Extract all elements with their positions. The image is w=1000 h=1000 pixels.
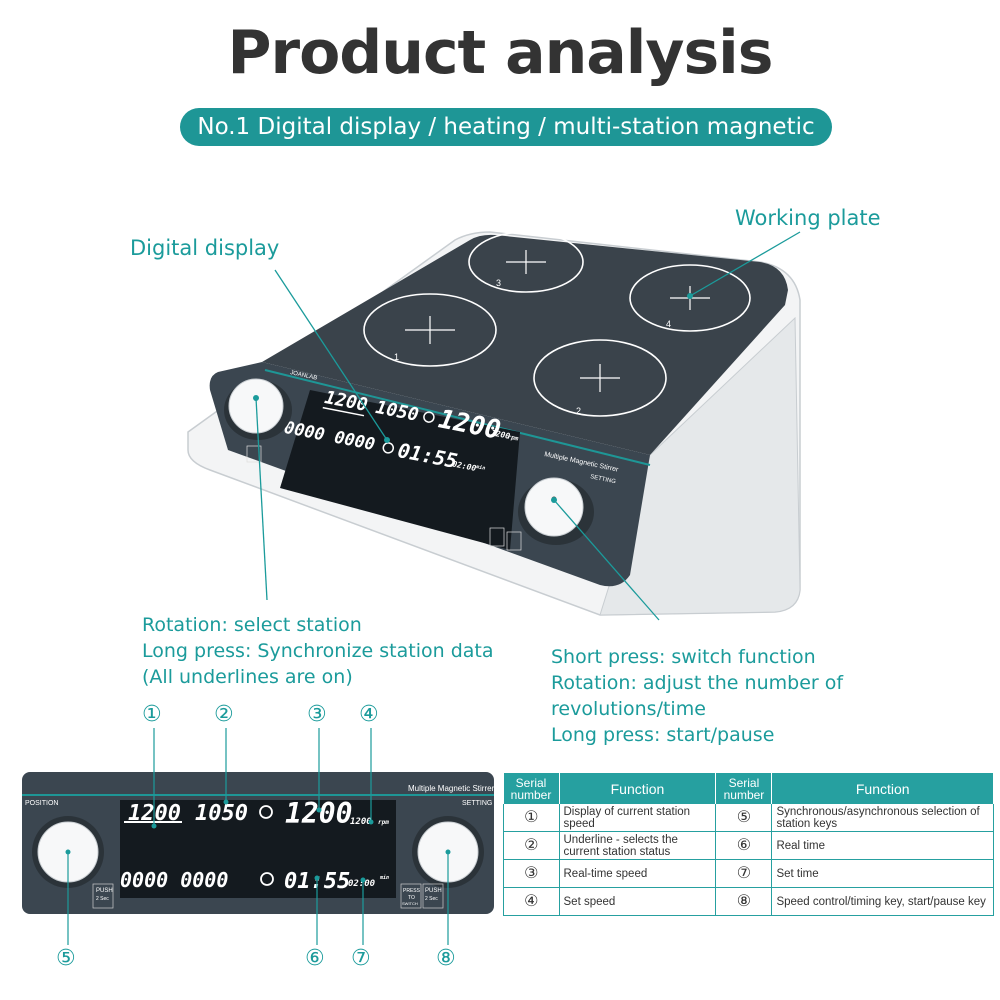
table-row: ① Display of current station speed ⑤ Syn… (503, 804, 994, 832)
detail-speed-unit: rpm (378, 819, 389, 826)
table-cell: Speed control/timing key, start/pause ke… (771, 887, 994, 916)
detail-push-sec-2: 2 Sec (425, 896, 438, 902)
working-plate-label: Working plate (735, 206, 881, 230)
table-cell: ① (503, 804, 560, 832)
marker-3: ③ (307, 702, 327, 727)
right-knob-note: Short press: switch function Rotation: a… (551, 644, 843, 748)
station-number-3: 3 (496, 278, 501, 288)
detail-setting-label: SETTING (462, 800, 492, 807)
left-knob-note: Rotation: select station Long press: Syn… (142, 612, 494, 690)
detail-key-flags: 0000 0000 (120, 868, 228, 892)
table-header-serial: Serial number (715, 773, 773, 804)
right-note-line: Short press: switch function (551, 646, 816, 668)
detail-status: 1050 (195, 801, 248, 826)
station-number-4: 4 (666, 319, 671, 329)
working-plate (262, 234, 788, 455)
setting-label: SETTING (590, 474, 617, 485)
display-speed-set: 1200 (490, 428, 511, 441)
function-table: Serial number Function Serial number Fun… (503, 773, 994, 916)
table-cell: ④ (503, 887, 560, 916)
right-knob (518, 477, 594, 545)
brand-logo: JOANLAB (290, 370, 318, 382)
table-cell: Synchronous/asynchronous selection of st… (771, 804, 994, 832)
marker-1: ① (142, 702, 162, 727)
table-header-serial: Serial number (503, 773, 560, 804)
detail-to-label: TO (408, 895, 415, 901)
subtitle-banner: No.1 Digital display / heating / multi-s… (180, 108, 832, 178)
table-cell: Underline - selects the current station … (559, 831, 716, 860)
detail-push-label-2: PUSH (425, 888, 442, 894)
marker-4: ④ (359, 702, 379, 727)
detail-push-sec: 2 Sec (96, 896, 109, 902)
table-cell: ⑧ (715, 887, 773, 916)
table-cell: Real time (771, 831, 994, 860)
table-cell: ⑥ (715, 831, 773, 860)
table-row: ② Underline - selects the current statio… (503, 831, 994, 860)
marker-2: ② (214, 702, 234, 727)
table-header-function: Function (559, 773, 717, 804)
table-cell: Set time (771, 859, 994, 888)
page-title: Product analysis (227, 18, 774, 88)
detail-time-set: 02:00 (348, 879, 376, 889)
detail-speed-set: 1200 (350, 817, 372, 827)
left-note-line: (All underlines are on) (142, 666, 353, 688)
marker-5: ⑤ (56, 946, 76, 971)
left-note-line: Rotation: select station (142, 614, 362, 636)
detail-push-label: PUSH (96, 888, 113, 894)
digital-display-label: Digital display (130, 236, 280, 260)
station-number-2: 2 (576, 406, 581, 416)
table-cell: ③ (503, 859, 560, 888)
table-header-function: Function (771, 773, 994, 804)
table-cell: Display of current station speed (559, 804, 716, 832)
table-row: ③ Real-time speed ⑦ Set time (503, 859, 994, 888)
right-note-line: Rotation: adjust the number of (551, 672, 844, 694)
display-speed-unit: rpm (507, 434, 519, 443)
table-cell: Set speed (559, 887, 716, 916)
display-screen (280, 390, 520, 550)
detail-position-label: POSITION (25, 800, 58, 807)
detail-time-unit: min (379, 875, 389, 881)
detail-switch-label: SWITCH (402, 901, 418, 906)
detail-press-label: PRESS (403, 888, 421, 894)
marker-7: ⑦ (351, 946, 371, 971)
table-cell: ⑤ (715, 804, 773, 832)
right-note-line: Long press: start/pause (551, 724, 775, 746)
display-time-unit: min (475, 464, 486, 472)
table-cell: Real-time speed (559, 859, 716, 888)
station-number-1: 1 (394, 352, 399, 362)
device-side (599, 316, 801, 616)
left-note-line: Long press: Synchronize station data (142, 640, 494, 662)
marker-8: ⑧ (436, 946, 456, 971)
right-note-line: revolutions/time (551, 698, 706, 720)
marker-6: ⑥ (305, 946, 325, 971)
detail-model-label: Multiple Magnetic Stirrer (408, 784, 495, 793)
table-cell: ② (503, 831, 560, 860)
table-row: ④ Set speed ⑧ Speed control/timing key, … (503, 887, 994, 916)
table-cell: ⑦ (715, 859, 773, 888)
